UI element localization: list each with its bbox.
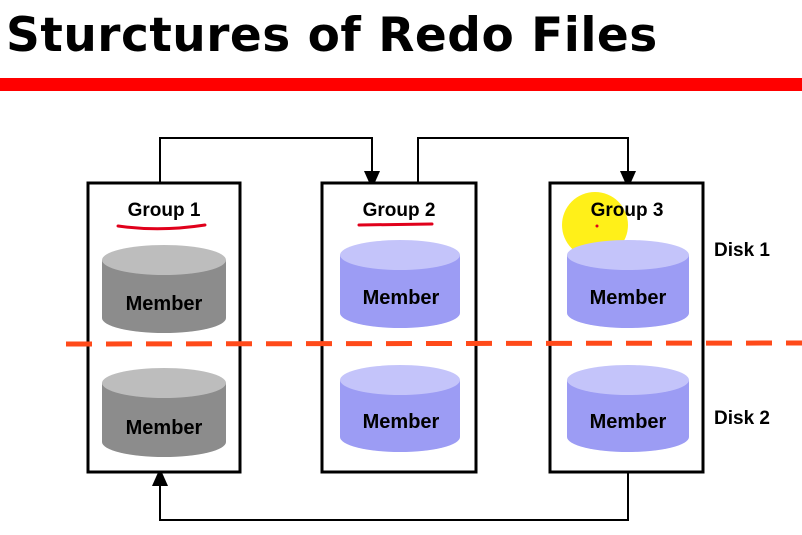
member-label-g1-disk1: Member bbox=[126, 293, 203, 315]
member-cylinder-g3-disk2 bbox=[567, 365, 689, 452]
member-cylinder-g2-disk1 bbox=[340, 240, 460, 328]
member-cylinder-g1-disk1 bbox=[102, 245, 226, 333]
member-cylinder-g1-disk2 bbox=[102, 368, 226, 457]
member-label-g2-disk1: Member bbox=[363, 287, 440, 309]
member-cylinder-g3-disk1 bbox=[567, 240, 689, 328]
annotation-underline-group2 bbox=[357, 222, 434, 227]
disk-label-2: Disk 2 bbox=[714, 408, 770, 429]
member-label-g3-disk2: Member bbox=[590, 411, 667, 433]
title-rule bbox=[0, 78, 802, 91]
member-label-g3-disk1: Member bbox=[590, 287, 667, 309]
disk-label-1: Disk 1 bbox=[714, 240, 770, 261]
member-cylinder-g2-disk2 bbox=[340, 365, 460, 452]
member-label-g2-disk2: Member bbox=[363, 411, 440, 433]
group-label-2: Group 2 bbox=[363, 200, 436, 221]
slide-title: Sturctures of Redo Files bbox=[6, 8, 658, 63]
arrow-group3-to-group1 bbox=[152, 468, 629, 521]
annotation-underline-group1 bbox=[116, 223, 207, 231]
member-label-g1-disk2: Member bbox=[126, 417, 203, 439]
disk-divider bbox=[65, 340, 802, 347]
cursor-dot bbox=[595, 224, 599, 228]
arrow-group1-to-group2 bbox=[159, 137, 380, 189]
arrow-group2-to-group3 bbox=[417, 137, 636, 189]
group-label-1: Group 1 bbox=[128, 200, 201, 221]
group-label-3: Group 3 bbox=[591, 200, 664, 221]
